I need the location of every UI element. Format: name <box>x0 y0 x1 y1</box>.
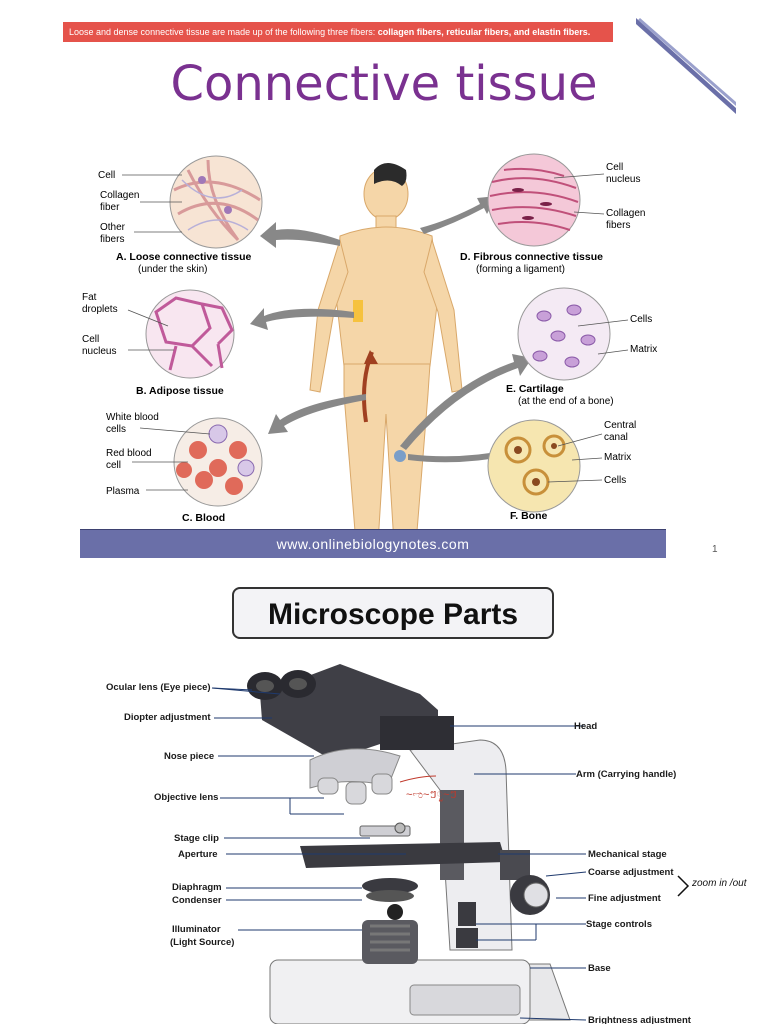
label-loose-connective-tissue: A. Loose connective tissue <box>116 251 252 263</box>
label-nucleus-d: nucleus <box>606 174 640 185</box>
corner-decoration <box>636 18 736 114</box>
label-cell-d: Cell <box>606 162 623 173</box>
microscope-diagram: ~ಌ~ៗួ~ៗ Ocular lens (Eye piece) Diopter … <box>106 664 748 1024</box>
label-base: Base <box>588 963 611 974</box>
label-collagen-d: Collagen <box>606 208 645 219</box>
blood-circle <box>173 417 263 507</box>
label-blood: C. Blood <box>182 512 225 524</box>
label-adipose-tissue: B. Adipose tissue <box>136 385 224 397</box>
page-number: 1 <box>712 544 718 555</box>
label-cells-e: Cells <box>630 314 652 325</box>
label-matrix-f: Matrix <box>604 452 631 463</box>
label-canal: canal <box>604 432 628 443</box>
label-cells-f: Cells <box>604 475 626 486</box>
label-stage-controls: Stage controls <box>586 919 652 930</box>
label-leader-lines <box>211 687 587 1021</box>
label-cell: Cell <box>98 170 115 181</box>
label-fibrous-sub: (forming a ligament) <box>476 264 565 275</box>
label-loose-sub: (under the skin) <box>138 264 207 275</box>
label-red-blood: Red blood <box>106 448 152 459</box>
label-aperture: Aperture <box>178 849 218 860</box>
label-mechanical-stage: Mechanical stage <box>588 849 667 860</box>
label-diaphragm: Diaphragm <box>172 882 222 893</box>
footer-url-bar: www.onlinebiologynotes.com <box>80 529 666 558</box>
label-light-source: (Light Source) <box>170 937 234 948</box>
label-plasma: Plasma <box>106 486 140 497</box>
label-fibers-d: fibers <box>606 220 630 231</box>
label-central: Central <box>604 420 636 431</box>
label-fiber: fiber <box>100 202 120 213</box>
label-illuminator: Illuminator <box>172 924 221 935</box>
label-coarse-adjustment: Coarse adjustment <box>588 867 674 878</box>
fibrous-connective-tissue-circle <box>487 153 581 247</box>
handwritten-annotation: ~ಌ~ៗួ~ៗ <box>406 789 457 802</box>
footer-url: www.onlinebiologynotes.com <box>276 536 470 552</box>
label-fat: Fat <box>82 292 97 303</box>
label-ocular-lens: Ocular lens (Eye piece) <box>106 682 211 693</box>
slide-title: Connective tissue <box>170 56 598 112</box>
connective-tissue-figure: Cell Collagen fiber Other fibers A. Loos… <box>82 153 657 530</box>
label-brightness-adjustment: Brightness adjustment <box>588 1015 692 1024</box>
microscope-illustration: ~ಌ~ៗួ~ៗ <box>247 664 571 1024</box>
label-matrix-e: Matrix <box>630 344 657 355</box>
arrows <box>250 196 532 464</box>
label-fibers: fibers <box>100 234 124 245</box>
label-fine-adjustment: Fine adjustment <box>588 893 662 904</box>
banner-text: Loose and dense connective tissue are ma… <box>69 27 376 37</box>
label-nose-piece: Nose piece <box>164 751 214 762</box>
loose-connective-tissue-circle <box>169 155 263 249</box>
handwritten-note: zoom in /out <box>691 878 748 889</box>
label-nucleus-b: nucleus <box>82 346 116 357</box>
bone-circle <box>487 419 581 513</box>
label-objective-lens: Objective lens <box>154 792 218 803</box>
cartilage-circle <box>517 287 611 381</box>
label-condenser: Condenser <box>172 895 222 906</box>
label-cartilage: E. Cartilage <box>506 383 564 395</box>
microscope-title: Microscope Parts <box>232 587 554 639</box>
label-diopter-adjustment: Diopter adjustment <box>124 712 211 723</box>
label-white-blood: White blood <box>106 412 159 423</box>
label-fibrous-connective-tissue: D. Fibrous connective tissue <box>460 251 603 263</box>
label-arm: Arm (Carrying handle) <box>576 769 676 780</box>
label-stage-clip: Stage clip <box>174 833 219 844</box>
adipose-tissue-circle <box>145 289 235 379</box>
label-cells-c: cells <box>106 424 126 435</box>
label-cell-c: cell <box>106 460 121 471</box>
label-bone: F. Bone <box>510 510 547 522</box>
human-body-illustration <box>309 163 463 530</box>
label-collagen: Collagen <box>100 190 139 201</box>
banner-bold-text: collagen fibers, reticular fibers, and e… <box>377 27 591 37</box>
label-droplets: droplets <box>82 304 118 315</box>
label-cell-b: Cell <box>82 334 99 345</box>
label-other: Other <box>100 222 126 233</box>
label-cartilage-sub: (at the end of a bone) <box>518 396 614 407</box>
label-head: Head <box>574 721 597 732</box>
info-banner: Loose and dense connective tissue are ma… <box>63 22 613 42</box>
